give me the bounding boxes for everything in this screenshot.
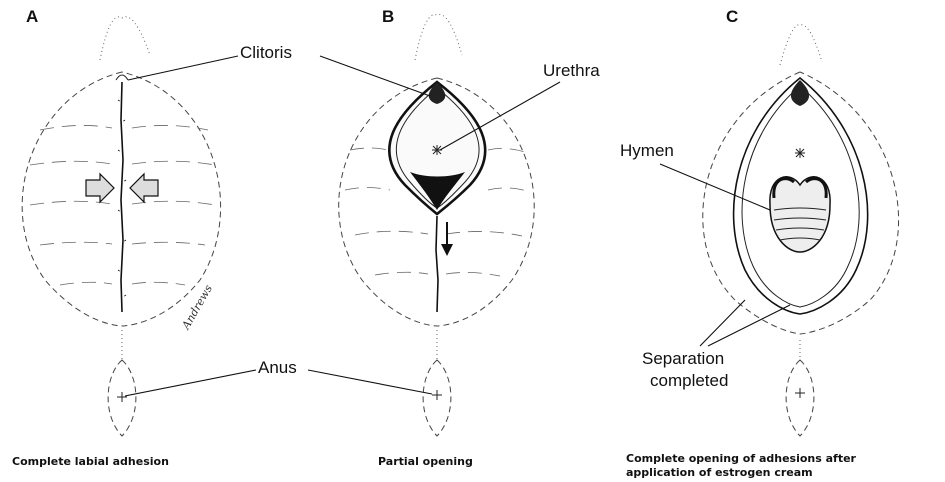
panel-a-anus — [117, 392, 127, 402]
panel-b-anus — [432, 390, 442, 400]
label-clitoris: Clitoris — [240, 43, 292, 62]
panel-b-caption: Partial opening — [378, 455, 473, 468]
panel-c-letter: C — [726, 7, 738, 26]
leader-anus-a — [125, 370, 256, 396]
labels: Clitoris Urethra Hymen Anus Separation c… — [125, 43, 790, 396]
panel-b-letter: B — [382, 7, 394, 26]
label-separation-line1: Separation — [642, 349, 724, 368]
panel-a-arrow-left — [86, 174, 114, 202]
panel-c-anus — [795, 388, 805, 398]
label-urethra: Urethra — [543, 61, 600, 80]
panel-b-mons — [415, 15, 462, 61]
panel-a-arrow-right — [130, 174, 158, 202]
panel-a-fused-seam — [121, 82, 123, 312]
label-anus: Anus — [258, 358, 297, 377]
artist-signature: Andrews — [179, 282, 215, 332]
panel-c-urethra — [795, 148, 805, 158]
label-hymen: Hymen — [620, 141, 674, 160]
panel-a-caption: Complete labial adhesion — [12, 455, 169, 468]
panel-b-fused-seam — [436, 216, 438, 312]
panel-a-letter: A — [26, 7, 38, 26]
panel-c-caption-line1: Complete opening of adhesions after — [626, 452, 857, 465]
panel-b: B Partial opening — [339, 7, 534, 468]
leader-anus-b — [308, 370, 432, 394]
label-separation-line2: completed — [650, 371, 728, 390]
panel-c-caption-line2: application of estrogen cream — [626, 466, 813, 479]
leader-clitoris-a — [128, 56, 238, 80]
panel-c-hymen — [770, 177, 830, 252]
panel-a: A Andrews C — [12, 7, 221, 468]
panel-c-mons — [780, 25, 822, 65]
leader-clitoris-b — [320, 56, 430, 96]
panel-c: C Complete opening of adhesions after ap… — [626, 7, 899, 479]
panel-a-mons — [100, 17, 150, 60]
panel-a-clitoris — [116, 75, 128, 80]
leader-hymen — [660, 164, 770, 210]
